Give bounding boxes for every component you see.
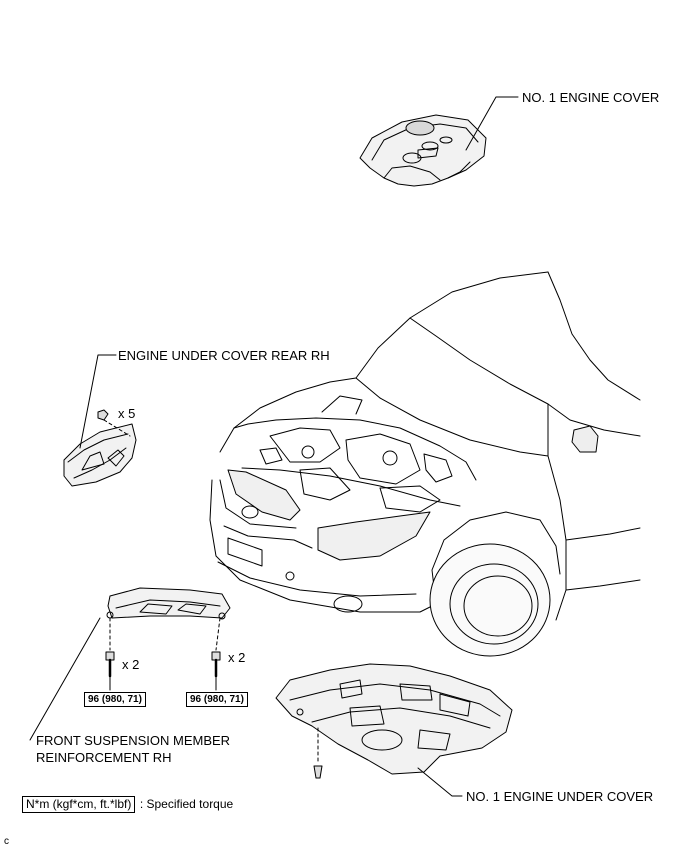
- car-body: [209, 271, 641, 657]
- clip-quantity: x 5: [118, 406, 136, 421]
- bolt-right-quantity: x 2: [228, 650, 246, 665]
- clip-fastener: [97, 409, 131, 437]
- engine-under-cover-part: [275, 663, 513, 775]
- under-cover-rear-label: ENGINE UNDER COVER REAR RH: [118, 348, 330, 363]
- torque-legend-units: N*m (kgf*cm, ft.*lbf): [22, 796, 136, 813]
- front-suspension-label-line1: FRONT SUSPENSION MEMBER: [36, 733, 231, 748]
- torque-badge-left: 96 (980, 71): [84, 692, 146, 707]
- engine-cover-leader: [465, 96, 519, 151]
- bolt-left-quantity: x 2: [122, 657, 140, 672]
- engine-cover-part: [359, 114, 487, 187]
- under-cover-rear-part: [63, 423, 137, 487]
- engine-under-cover-label: NO. 1 ENGINE UNDER COVER: [466, 789, 654, 804]
- torque-badge-right: 96 (980, 71): [186, 692, 248, 707]
- torque-legend-meaning: : Specified torque: [139, 797, 234, 811]
- front-suspension-reinforcement-part: [106, 587, 231, 620]
- under-cover-rear-leader: [79, 354, 117, 449]
- corner-mark: c: [4, 836, 9, 847]
- bolt-right: [211, 617, 221, 691]
- engine-cover-label: NO. 1 ENGINE COVER: [522, 90, 660, 105]
- torque-legend: N*m (kgf*cm, ft.*lbf) : Specified torque: [22, 795, 233, 813]
- front-suspension-leader: [29, 617, 101, 741]
- engine-under-cover-leader: [417, 767, 463, 797]
- front-suspension-label-line2: REINFORCEMENT RH: [36, 750, 172, 765]
- screw-fastener: [313, 727, 323, 779]
- bolt-left: [105, 617, 115, 691]
